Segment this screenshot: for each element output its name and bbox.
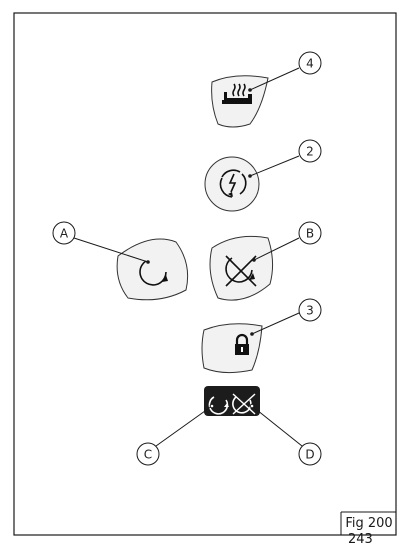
- recirculation-indicator-icon: [208, 396, 229, 415]
- leader-3: [251, 312, 300, 335]
- callout-d: D: [298, 442, 322, 466]
- leader-2-dot: [248, 174, 252, 178]
- air-circulation-off-button: [209, 235, 274, 301]
- circulation-indicator-panel: [204, 386, 260, 416]
- callout-2: 2: [298, 139, 322, 163]
- callout-4-label: 4: [306, 57, 314, 71]
- callout-b: B: [298, 221, 322, 245]
- lock-icon: [235, 333, 249, 355]
- callout-4: 4: [298, 51, 322, 75]
- leader-a: [73, 237, 149, 263]
- leader-4: [249, 67, 300, 91]
- regeneration-icon: [219, 169, 247, 198]
- callout-a: A: [52, 221, 76, 245]
- leader-b-dot: [252, 258, 256, 262]
- heated-seat-button: [211, 75, 269, 128]
- leader-2: [249, 155, 300, 177]
- page-number: 243: [348, 532, 373, 547]
- callout-c: C: [136, 442, 160, 466]
- leader-a-dot: [146, 260, 150, 264]
- leader-d: [251, 405, 303, 447]
- callout-3-label: 3: [306, 304, 314, 318]
- callout-2-label: 2: [306, 145, 314, 159]
- heated-seat-icon: [222, 83, 252, 104]
- leader-4-dot: [248, 88, 252, 92]
- callout-3: 3: [298, 298, 322, 322]
- regen-button: [204, 156, 260, 212]
- air-circulation-button: [116, 238, 189, 301]
- figure-label: Fig 200: [345, 516, 393, 531]
- callout-d-label: D: [305, 448, 314, 462]
- leader-c-dot: [209, 403, 215, 409]
- callout-c-label: C: [144, 448, 152, 462]
- callout-a-label: A: [60, 227, 69, 241]
- recirculation-off-icon: [225, 255, 257, 287]
- lock-button: [201, 323, 263, 374]
- leader-3-dot: [250, 332, 254, 336]
- callout-b-label: B: [306, 227, 314, 241]
- leader-d-dot: [249, 403, 255, 409]
- recirculation-icon: [139, 260, 168, 286]
- leader-c: [155, 405, 213, 447]
- figure-frame: [13, 12, 397, 536]
- leader-b: [253, 237, 300, 261]
